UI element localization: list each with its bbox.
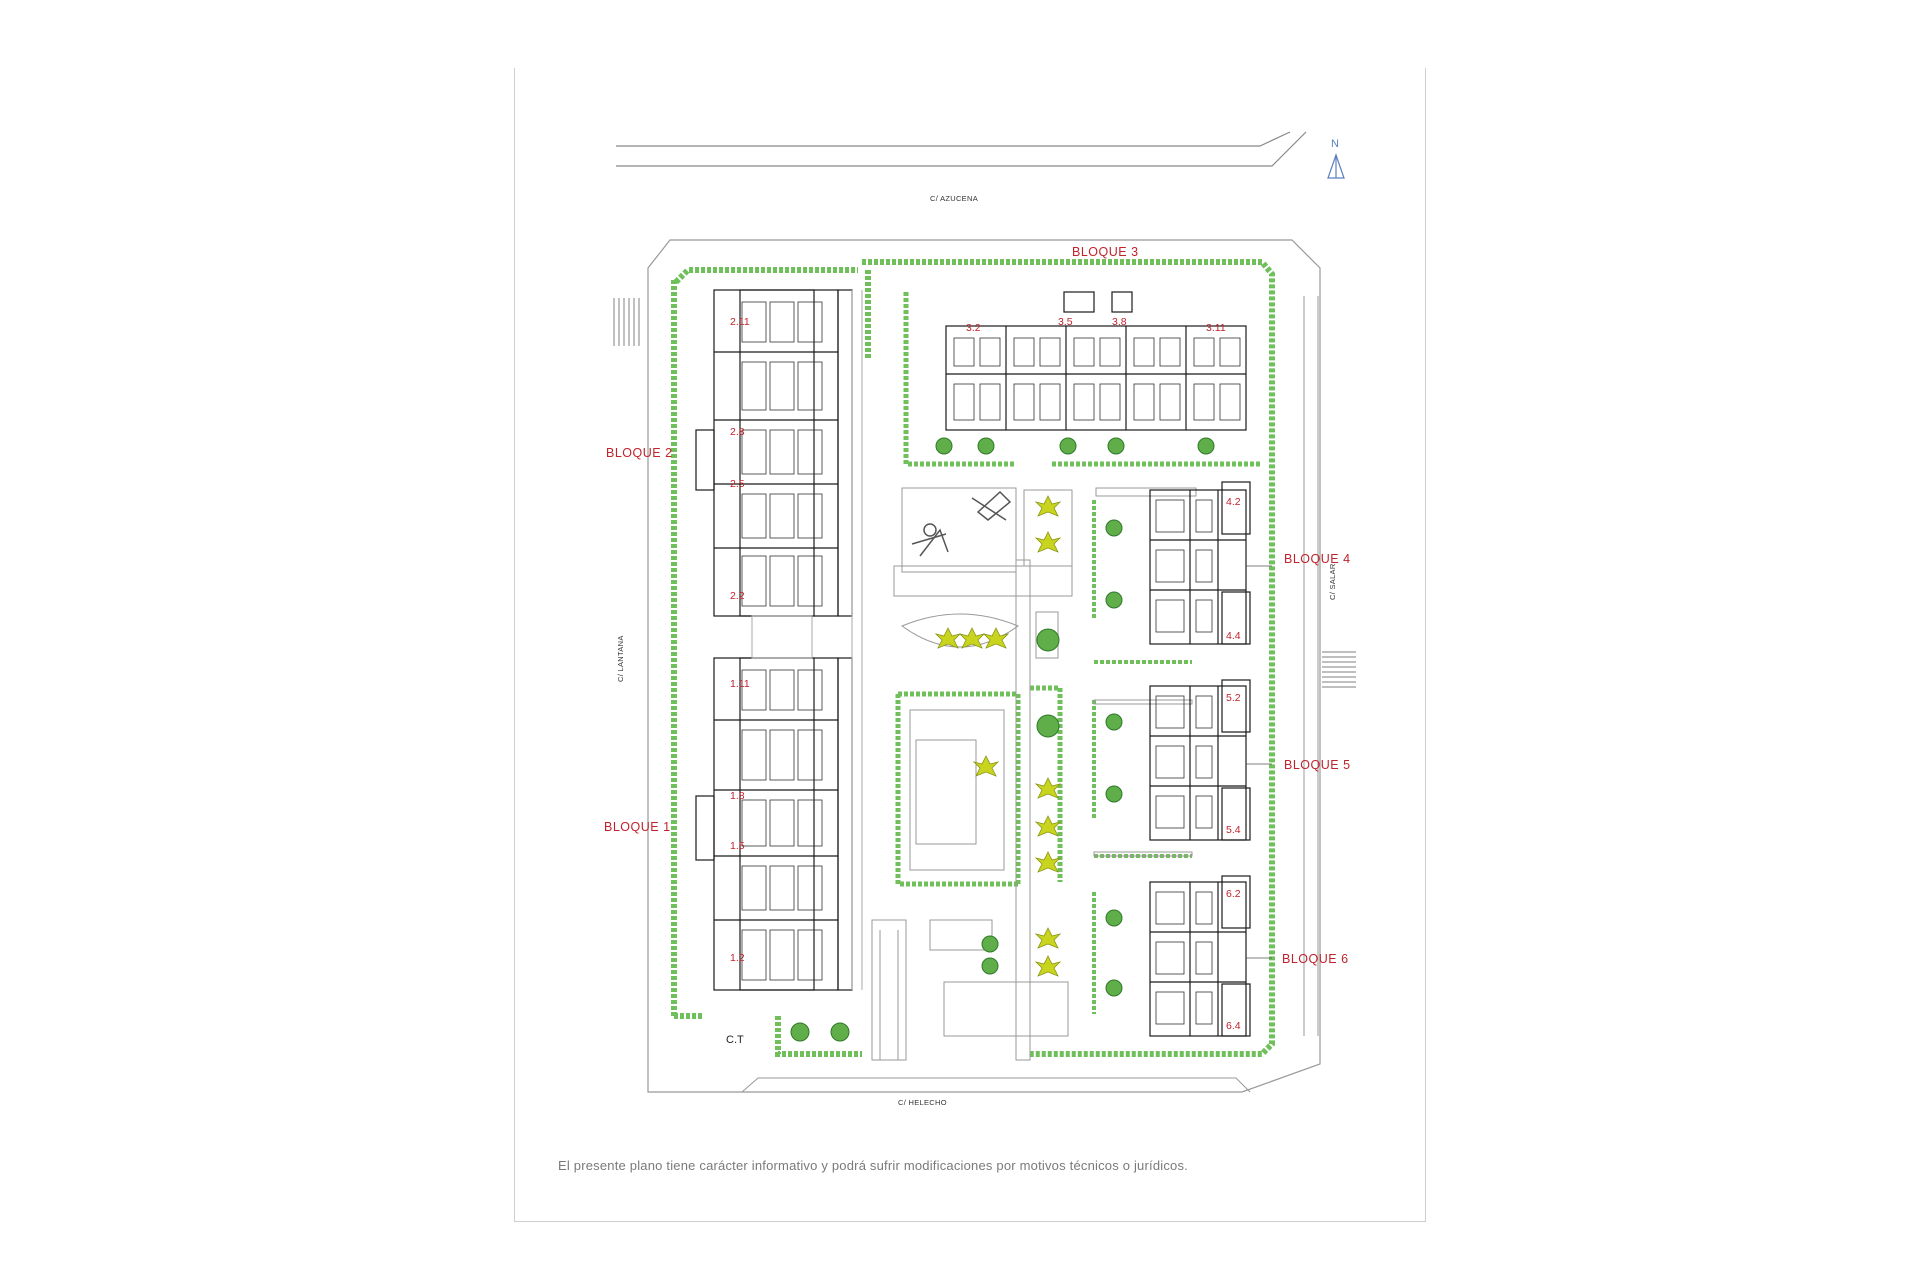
block-label-6: BLOQUE 6: [1282, 952, 1349, 966]
central-garden-hedge: [895, 685, 1063, 887]
block2-building: [695, 289, 853, 617]
block3-room-details: [953, 337, 1241, 421]
north-street-edges: [616, 131, 1307, 167]
unit-label: 2.11: [730, 316, 750, 328]
playground-icon: [911, 490, 1012, 557]
unit-label: 6.2: [1226, 888, 1241, 900]
block-label-3: BLOQUE 3: [1072, 245, 1139, 259]
block6-building: [1149, 875, 1251, 1037]
unit-label: 6.4: [1226, 1020, 1241, 1032]
east-street-edges: [1303, 296, 1319, 1036]
unit-label: 3.5: [1058, 316, 1073, 328]
unit-label: 4.2: [1226, 496, 1241, 508]
block-label-2: BLOQUE 2: [606, 446, 673, 460]
block-label-1: BLOQUE 1: [604, 820, 671, 834]
unit-label: 1.5: [730, 840, 745, 852]
unit-label: 3.8: [1112, 316, 1127, 328]
disclaimer-note: El presente plano tiene carácter informa…: [558, 1158, 1188, 1173]
unit-label: 2.8: [730, 426, 745, 438]
block5-building: [1149, 679, 1251, 841]
block1-building: [695, 657, 853, 991]
street-label-north: C/ AZUCENA: [930, 194, 979, 203]
unit-label: 1.11: [730, 678, 750, 690]
crosswalk-east: [1322, 651, 1356, 688]
block4-building: [1149, 481, 1251, 645]
east-strip-hedges: [1092, 500, 1192, 1014]
street-label-west: C/ LANTANA: [616, 635, 625, 682]
street-label-east: C/ SALAR: [1328, 563, 1337, 600]
east-leader-lines: [1246, 565, 1272, 959]
block3-hedge: [903, 292, 1262, 467]
crosswalk-west: [613, 298, 640, 346]
palm-icons: [934, 495, 1062, 977]
west-room-details: [741, 301, 823, 981]
site-boundary: [647, 239, 1321, 1093]
north-arrow-icon: [1327, 153, 1345, 179]
block-label-5: BLOQUE 5: [1284, 758, 1351, 772]
shrub-icons: [790, 437, 1215, 1042]
unit-label: 1.8: [730, 790, 745, 802]
street-label-south: C/ HELECHO: [898, 1098, 947, 1107]
unit-label: 5.2: [1226, 692, 1241, 704]
unit-label: 2.5: [730, 478, 745, 490]
block-label-4: BLOQUE 4: [1284, 552, 1351, 566]
transformer-label: C.T: [726, 1034, 744, 1046]
north-arrow-label: N: [1331, 138, 1339, 150]
unit-label: 4.4: [1226, 630, 1241, 642]
south-street-edges: [741, 1077, 1251, 1093]
unit-label: 1.2: [730, 952, 745, 964]
west-walkway: [751, 290, 863, 990]
common-area: [871, 487, 1197, 1061]
unit-label: 3.11: [1206, 322, 1226, 334]
perimeter-hedge: [671, 259, 1275, 1057]
unit-label: 3.2: [966, 322, 981, 334]
unit-label: 2.2: [730, 590, 745, 602]
east-room-details: [1155, 499, 1213, 1025]
block3-building: [945, 291, 1247, 431]
unit-label: 5.4: [1226, 824, 1241, 836]
